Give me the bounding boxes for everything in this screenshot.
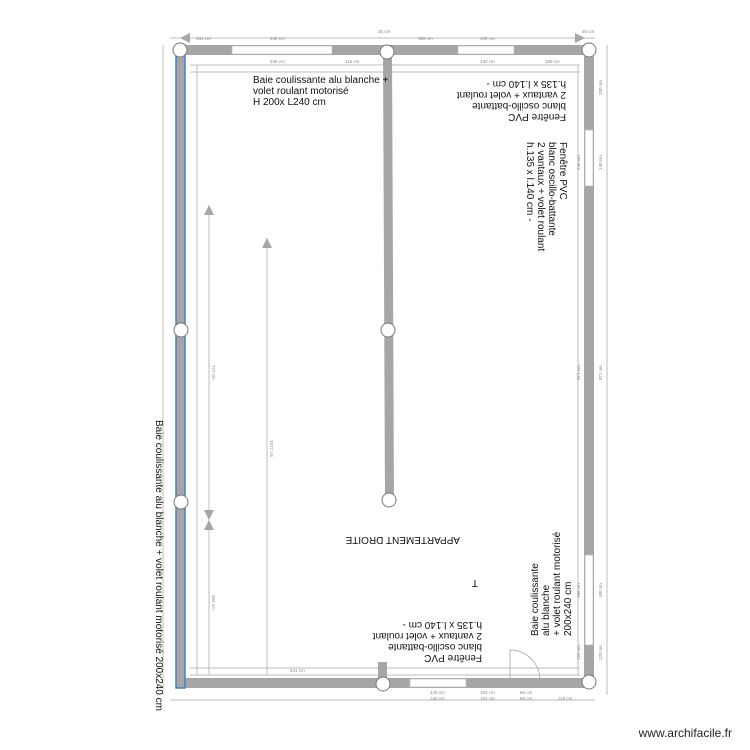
svg-text:140 cm: 140 cm <box>598 155 603 170</box>
watermark: www.archifacile.fr <box>638 726 732 740</box>
svg-text:1077 cm: 1077 cm <box>269 440 274 458</box>
note-top-right: Fenêtre PVC blanc oscillo-battante 2 van… <box>454 78 566 122</box>
note-right-upper: Fenêtre PVC blanc oscillo-battante 2 van… <box>524 142 568 254</box>
marker: T <box>472 577 478 588</box>
svg-text:159 cm: 159 cm <box>418 36 433 41</box>
svg-text:180 cm: 180 cm <box>576 583 581 598</box>
wall-middle <box>383 50 394 502</box>
svg-text:159 cm: 159 cm <box>545 59 560 64</box>
note-top-left: Baie coulissante alu blanche + volet rou… <box>253 75 391 108</box>
window-top-right <box>457 45 515 55</box>
svg-text:119 cm: 119 cm <box>558 696 573 701</box>
svg-text:140 cm: 140 cm <box>480 36 495 41</box>
svg-text:102 cm: 102 cm <box>480 696 495 701</box>
svg-text:140 cm: 140 cm <box>576 155 581 170</box>
svg-text:140 cm: 140 cm <box>430 696 445 701</box>
window-top-left <box>231 45 333 55</box>
svg-text:102 cm: 102 cm <box>480 690 495 695</box>
svg-text:35 cm: 35 cm <box>582 29 595 34</box>
door-swing <box>509 649 541 681</box>
dimension-arrows <box>180 33 585 530</box>
wall-stub <box>378 662 387 682</box>
svg-text:871 cm: 871 cm <box>598 365 603 380</box>
svg-text:364 cm: 364 cm <box>211 595 216 610</box>
note-left: Baie coulissante alu blanche + volet rou… <box>153 420 164 711</box>
svg-text:35 cm: 35 cm <box>378 29 391 34</box>
svg-text:66 cm: 66 cm <box>520 696 533 701</box>
window-right <box>584 129 594 187</box>
svg-text:200 cm: 200 cm <box>598 80 603 95</box>
plan-notes: Baie coulissante alu blanche + volet rou… <box>153 75 574 711</box>
svg-text:66 cm: 66 cm <box>520 690 533 695</box>
wall-nodes[interactable] <box>172 42 597 692</box>
svg-text:120 cm: 120 cm <box>598 645 603 660</box>
note-right-lower: Baie coulissante alu blanche + volet rou… <box>530 529 574 636</box>
room-label: APPARTEMENT DROITE <box>345 534 460 545</box>
wall-left-glazed <box>175 44 186 689</box>
svg-text:120 cm: 120 cm <box>576 645 581 660</box>
svg-text:140 cm: 140 cm <box>430 690 445 695</box>
dimension-labels: 131 cm 240 cm 35 cm 159 cm 140 cm 35 cm … <box>196 29 603 701</box>
slider-right <box>584 554 594 646</box>
svg-text:140 cm: 140 cm <box>480 59 495 64</box>
note-bottom: Fenêtre PVC blanc oscillo-battante 2 van… <box>370 619 482 663</box>
svg-text:131 cm: 131 cm <box>196 36 211 41</box>
svg-text:772 cm: 772 cm <box>211 365 216 380</box>
svg-text:871 cm: 871 cm <box>576 365 581 380</box>
svg-text:180 cm: 180 cm <box>598 583 603 598</box>
window-bottom <box>409 678 467 688</box>
svg-text:240 cm: 240 cm <box>270 36 285 41</box>
svg-text:541 cm: 541 cm <box>290 668 305 673</box>
wall-right <box>584 45 594 688</box>
svg-text:116 cm: 116 cm <box>345 59 360 64</box>
svg-text:240 cm: 240 cm <box>270 59 285 64</box>
